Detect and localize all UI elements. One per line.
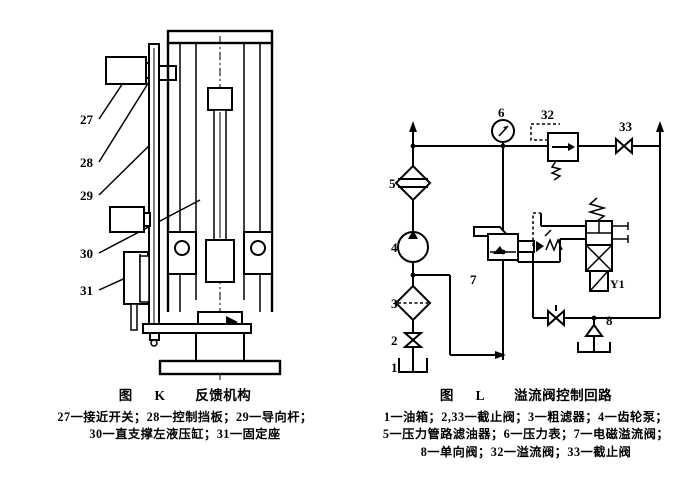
solenoid-tag-y1: Y1 [610, 277, 625, 291]
coarse-filter-3: 3 [391, 284, 432, 322]
figure-k-letter: K [154, 388, 166, 403]
callout-3-number: 3 [391, 296, 398, 311]
figure-l-caption-line-1: 1一油箱；2,33一截止阀；3一粗滤器；4一齿轮泵； [383, 409, 669, 424]
junction-dots [410, 143, 597, 321]
figure-l-caption: 图 L 溢流阀控制回路 1一油箱；2,33一截止阀；3一粗滤器；4一齿轮泵； 5… [352, 386, 700, 462]
figure-k-caption-line-1: 27一接近开关；28一控制挡板；29一导向杆； [57, 409, 313, 424]
figure-l-letter: L [475, 388, 485, 403]
supply-line-up [409, 121, 417, 166]
figure-l-label: 图 [439, 388, 454, 403]
lower-stop-valve [547, 305, 660, 328]
stop-valve-2: 2 [391, 320, 424, 348]
callout-8-number: 8 [606, 313, 613, 328]
gear-pump-4: 4 [391, 230, 429, 286]
fixed-seat [123, 251, 150, 305]
solenoid-valve-y1: Y1 [517, 197, 629, 292]
electro-relief-valve-7: 7 [470, 212, 563, 287]
figure-k-caption: 图 K 反馈机构 27一接近开关；28一控制挡板；29一导向杆； 30一直支撑左… [10, 386, 360, 444]
callout-28-number: 28 [80, 155, 94, 170]
figure-k-label: 图 [118, 388, 133, 403]
callout-28: 28 [80, 76, 153, 170]
pressure-gauge-6: 6 [491, 105, 515, 232]
callout-6-number: 6 [498, 105, 505, 120]
figure-k-caption-line-2: 30一直支撑左液压缸；31一固定座 [89, 427, 281, 442]
callout-30-number: 30 [80, 246, 93, 261]
callout-1-number: 1 [391, 360, 398, 375]
piston-rod-assembly [205, 87, 235, 283]
pressure-filter-5: 5 [389, 164, 432, 232]
callout-29-number: 29 [80, 188, 94, 203]
callout-32-number: 32 [541, 107, 554, 122]
return-line-7 [502, 252, 556, 360]
figure-l-caption-line-2: 5一压力管路滤油器；6一压力表；7一电磁溢流阀； [382, 427, 670, 442]
figure-l-name: 溢流阀控制回路 [514, 388, 613, 403]
stop-valve-33: 33 [615, 119, 660, 156]
callout-31-number: 31 [80, 283, 93, 298]
callout-2-number: 2 [391, 333, 398, 348]
callout-4-number: 4 [391, 240, 398, 255]
callout-33-number: 33 [619, 119, 633, 134]
figure-l-title: 图 L 溢流阀控制回路 [352, 386, 700, 406]
figure-l-caption-line-3: 8一单向阀；32一溢流阀；33一截止阀 [420, 444, 632, 459]
lower-rod [130, 303, 138, 331]
figure-k-name: 反馈机构 [195, 388, 252, 403]
callout-5-number: 5 [389, 176, 396, 191]
proximity-switch [105, 56, 154, 85]
callout-27-number: 27 [80, 112, 94, 127]
hydraulic-cylinder [109, 206, 151, 233]
callout-7-number: 7 [470, 272, 477, 287]
pedestal [158, 332, 282, 376]
mount-ears [167, 231, 273, 275]
figure-k-title: 图 K 反馈机构 [10, 386, 360, 406]
guide-rod [148, 43, 160, 333]
outlet-line-right [656, 121, 664, 318]
tank-symbol-1: 1 [391, 345, 428, 375]
return-branch-line [413, 274, 506, 359]
relief-valve-32: 32 [530, 107, 614, 181]
callout-29: 29 [80, 137, 158, 203]
